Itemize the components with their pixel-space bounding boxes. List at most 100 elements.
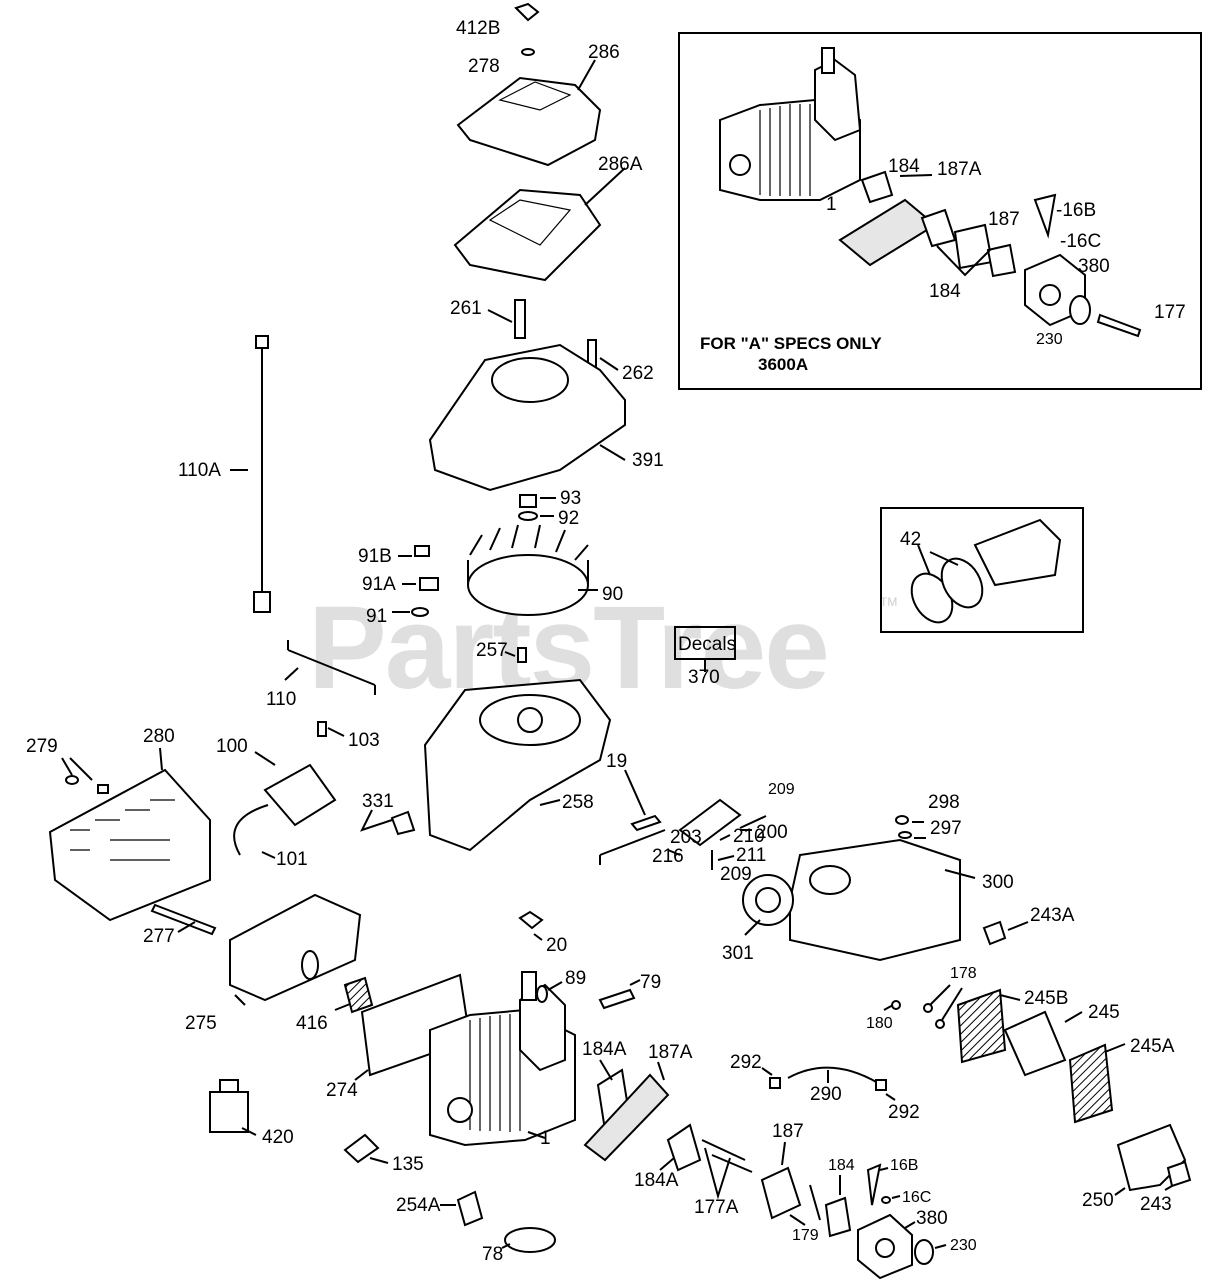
label-178: 178 (950, 965, 977, 982)
label-420: 420 (262, 1127, 294, 1148)
label-187a: 187A (648, 1042, 693, 1063)
label-370: 370 (688, 667, 720, 688)
switch-331 (390, 810, 416, 836)
bolt-277 (150, 903, 217, 936)
inset-label-16c: -16C (1060, 231, 1101, 252)
label-300: 300 (982, 872, 1014, 893)
label-103: 103 (348, 730, 380, 751)
plug-254a (456, 1190, 484, 1227)
label-275: 275 (185, 1013, 217, 1034)
fuel-tank-300 (789, 838, 961, 962)
clamp-292b (875, 1079, 887, 1091)
screws-179 (789, 1184, 821, 1226)
inset-leader-184 (936, 245, 991, 277)
blower-base-258 (423, 678, 612, 852)
label-258: 258 (562, 792, 594, 813)
label-245a: 245A (1130, 1036, 1175, 1057)
inset-gasket-230 (1069, 295, 1091, 325)
label-216: 216 (652, 846, 684, 867)
cap-298 (895, 815, 909, 825)
piston-ring-inset-box (880, 507, 1084, 633)
screws-177a (701, 1139, 753, 1173)
fuel-cap-301 (742, 874, 794, 926)
label-286a: 286A (598, 154, 643, 175)
spacer-187 (760, 1166, 802, 1220)
engine-block-1 (429, 971, 576, 1147)
label-110a: 110A (178, 460, 221, 481)
governor-rod-216 (599, 829, 666, 865)
label-290: 290 (810, 1084, 842, 1105)
spark-plug-wire-101 (233, 804, 269, 856)
label-298: 298 (928, 792, 960, 813)
spring-16c (881, 1196, 891, 1204)
spark-plug-135 (343, 1133, 380, 1164)
label-91b: 91B (358, 546, 392, 567)
label-391: 391 (632, 450, 664, 471)
stud-79 (598, 988, 636, 1010)
screen-245b (956, 988, 1007, 1064)
screen-245a (1068, 1043, 1114, 1124)
label-101: 101 (276, 849, 308, 870)
gasket-184 (824, 1196, 852, 1238)
label-416: 416 (296, 1013, 328, 1034)
label-135: 135 (392, 1154, 424, 1175)
carburetor-380 (857, 1213, 913, 1280)
pawl-91a (419, 577, 439, 591)
inset-leader-187a (899, 174, 933, 177)
nut-412b (514, 2, 540, 22)
label-200: 200 (756, 822, 788, 843)
label-412b: 412B (456, 18, 500, 39)
label-203: 203 (670, 827, 702, 848)
inset-label-187: 187 (988, 209, 1020, 230)
flywheel-90 (467, 524, 589, 616)
label-91a: 91A (362, 574, 396, 595)
filter-245 (1003, 1010, 1067, 1077)
leader-286a (584, 167, 626, 206)
inset-note-line2: 3600A (758, 355, 808, 374)
leader-286 (577, 59, 596, 91)
screw-16b (866, 1163, 882, 1206)
muffler-275 (229, 893, 362, 1002)
label-179: 179 (792, 1227, 819, 1244)
label-184a-lower: 184A (634, 1170, 679, 1191)
label-380: 380 (916, 1208, 948, 1229)
inset-gasket-184 (860, 170, 894, 204)
spring-91 (411, 607, 429, 617)
screw-209a (739, 815, 767, 829)
inset-label-184a: 184 (888, 156, 920, 177)
label-110: 110 (266, 689, 296, 710)
leader-262 (599, 357, 619, 371)
spring-243a (982, 920, 1007, 946)
label-292b: 292 (888, 1102, 920, 1123)
seal-89 (536, 985, 548, 1003)
label-274: 274 (326, 1080, 358, 1101)
screw-279a (65, 775, 79, 785)
gasket-184a-lower (666, 1123, 702, 1172)
washer-92 (518, 511, 538, 521)
screw-243 (1166, 1160, 1192, 1188)
link-110 (287, 649, 376, 686)
washer-297 (898, 831, 912, 839)
label-292a: 292 (730, 1052, 762, 1073)
label-79: 79 (640, 972, 661, 993)
leader-391 (599, 444, 626, 461)
label-211: 211 (736, 845, 766, 866)
label-210: 210 (733, 826, 765, 847)
air-filter-286a (453, 188, 602, 282)
label-286: 286 (588, 42, 620, 63)
spring-19 (630, 814, 662, 832)
label-78: 78 (482, 1244, 503, 1265)
label-89: 89 (565, 968, 586, 989)
label-257: 257 (476, 640, 508, 661)
label-331: 331 (362, 791, 394, 812)
label-280: 280 (143, 726, 175, 747)
screw-180 (891, 1000, 901, 1010)
clamp-292a (769, 1077, 781, 1089)
inset-note-line1: FOR "A" SPECS ONLY (700, 334, 882, 353)
screw-257 (517, 647, 527, 663)
inset-label-380: 380 (1078, 256, 1110, 277)
label-301: 301 (722, 943, 754, 964)
inset-label-184b: 184 (929, 281, 961, 302)
label-1: 1 (540, 1128, 551, 1149)
label-277: 277 (143, 926, 175, 947)
